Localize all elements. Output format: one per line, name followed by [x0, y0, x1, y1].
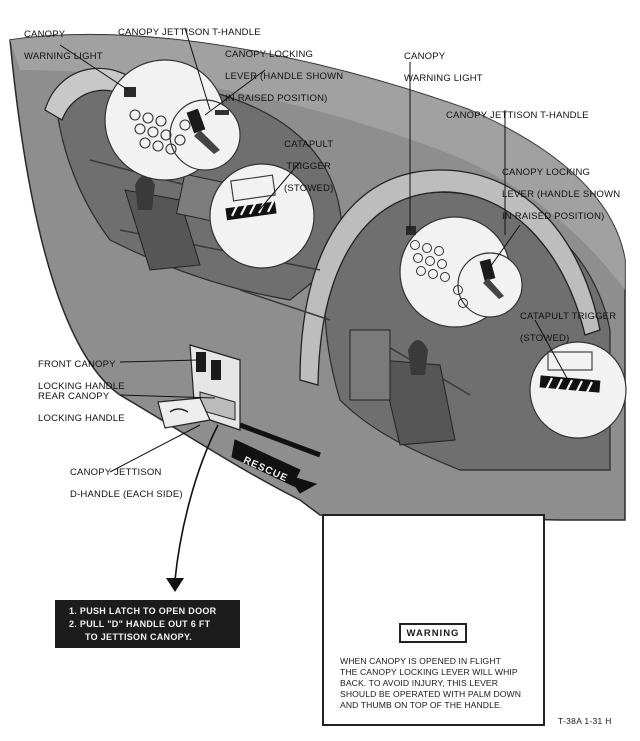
instruction-line-2: 2. PULL "D" HANDLE OUT 6 FT — [69, 619, 211, 629]
label-line: CANOPY JETTISON T-HANDLE — [118, 27, 261, 38]
rear-canopy-arch — [299, 169, 601, 386]
label-line: LEVER (HANDLE SHOWN — [502, 189, 621, 200]
label-line: (STOWED) — [520, 333, 570, 344]
label-rear-warning-light: CANOPY WARNING LIGHT — [404, 40, 483, 95]
label-line: CANOPY LOCKING — [225, 49, 314, 60]
warning-line: BACK. TO AVOID INJURY, THIS LEVER — [340, 678, 499, 688]
label-line: CANOPY — [404, 51, 446, 62]
label-line: CANOPY LOCKING — [502, 167, 591, 178]
front-warning-light-icon — [124, 87, 136, 97]
label-line: D-HANDLE (EACH SIDE) — [70, 489, 183, 500]
front-trigger-detail — [209, 163, 315, 269]
label-line: CANOPY — [24, 29, 66, 40]
label-line: LOCKING HANDLE — [38, 413, 125, 424]
instruction-line-3: TO JETTISON CANOPY. — [85, 632, 193, 642]
instruction-line-1: 1. PUSH LATCH TO OPEN DOOR — [69, 606, 217, 616]
label-front-warning-light: CANOPY WARNING LIGHT — [24, 18, 103, 73]
figure-reference: T-38A 1-31 H — [558, 716, 612, 726]
d-handle-door — [157, 397, 211, 429]
label-line: LEVER (HANDLE SHOWN — [225, 71, 344, 82]
jettison-instructions: 1. PUSH LATCH TO OPEN DOOR 2. PULL "D" H… — [55, 600, 240, 648]
front-instrument-panel — [129, 109, 191, 155]
label-line: WARNING LIGHT — [404, 73, 483, 84]
label-front-jettison-t-handle: CANOPY JETTISON T-HANDLE — [118, 16, 261, 49]
label-line: CATAPULT — [284, 139, 334, 150]
rear-catapult-trigger-icon — [539, 351, 601, 395]
label-line: LOCKING HANDLE — [38, 381, 125, 392]
label-line: CANOPY JETTISON T-HANDLE — [446, 110, 589, 121]
label-rear-canopy-locking-handle: REAR CANOPY LOCKING HANDLE — [38, 380, 125, 435]
label-line: FRONT CANOPY — [38, 359, 116, 370]
warning-line: AND THUMB ON TOP OF THE HANDLE. — [340, 700, 503, 710]
warning-line: SHOULD BE OPERATED WITH PALM DOWN — [340, 689, 522, 699]
label-rear-catapult-trigger: CATAPULT TRIGGER (STOWED) — [520, 300, 616, 355]
front-locking-lever-icon — [186, 108, 206, 134]
label-line: WARNING LIGHT — [24, 51, 103, 62]
front-catapult-trigger-icon — [225, 174, 277, 221]
label-line: REAR CANOPY — [38, 391, 110, 402]
label-line: CANOPY JETTISON — [70, 467, 162, 478]
label-line: IN RAISED POSITION) — [225, 93, 328, 104]
label-line: IN RAISED POSITION) — [502, 211, 605, 222]
label-rear-locking-lever: CANOPY LOCKING LEVER (HANDLE SHOWN IN RA… — [502, 156, 620, 233]
jettison-arrow-head — [166, 578, 184, 592]
rear-warning-light-icon — [406, 226, 416, 235]
warning-panel — [322, 514, 545, 726]
label-jettison-d-handle: CANOPY JETTISON D-HANDLE (EACH SIDE) — [70, 456, 183, 511]
front-t-handle-icon — [215, 110, 229, 115]
external-access-panel — [157, 344, 241, 431]
rescue-arrow — [231, 422, 321, 494]
label-rear-jettison-t-handle: CANOPY JETTISON T-HANDLE — [446, 99, 589, 132]
warning-text: WHEN CANOPY IS OPENED IN FLIGHT THE CANO… — [340, 656, 540, 711]
label-front-canopy-locking-handle: FRONT CANOPY LOCKING HANDLE — [38, 348, 125, 403]
label-line: TRIGGER — [286, 161, 332, 172]
warning-line: THE CANOPY LOCKING LEVER WILL WHIP — [340, 667, 518, 677]
label-front-catapult-trigger: CATAPULT TRIGGER (STOWED) — [284, 128, 333, 205]
warning-line: WHEN CANOPY IS OPENED IN FLIGHT — [340, 656, 501, 666]
label-line: CATAPULT TRIGGER — [520, 311, 617, 322]
label-front-locking-lever: CANOPY LOCKING LEVER (HANDLE SHOWN IN RA… — [225, 38, 343, 115]
warning-title: WARNING — [399, 623, 467, 643]
jettison-lanyard-line — [174, 424, 219, 581]
label-line: (STOWED) — [284, 183, 334, 194]
rear-instrument-panel — [410, 240, 468, 308]
